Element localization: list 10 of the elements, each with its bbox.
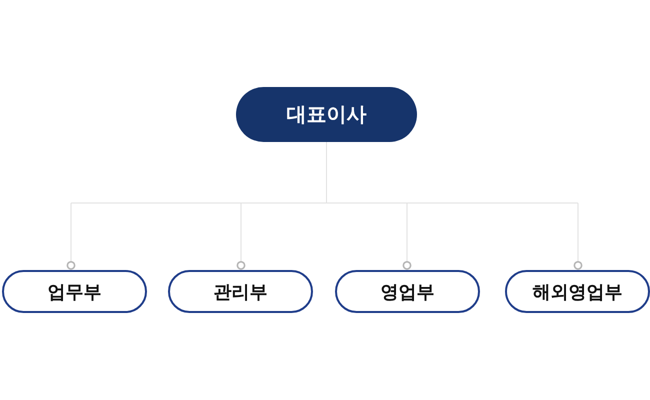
department-box: 영업부 <box>335 270 480 313</box>
connector-line <box>402 202 412 270</box>
connector-line <box>70 142 578 204</box>
department-box: 업무부 <box>2 270 147 313</box>
executive-box: 대표이사 <box>236 87 417 142</box>
connector-line <box>66 202 76 270</box>
connector-line <box>236 202 246 270</box>
department-box: 해외영업부 <box>505 270 650 313</box>
connector-line <box>574 202 582 270</box>
department-box: 관리부 <box>168 270 313 313</box>
